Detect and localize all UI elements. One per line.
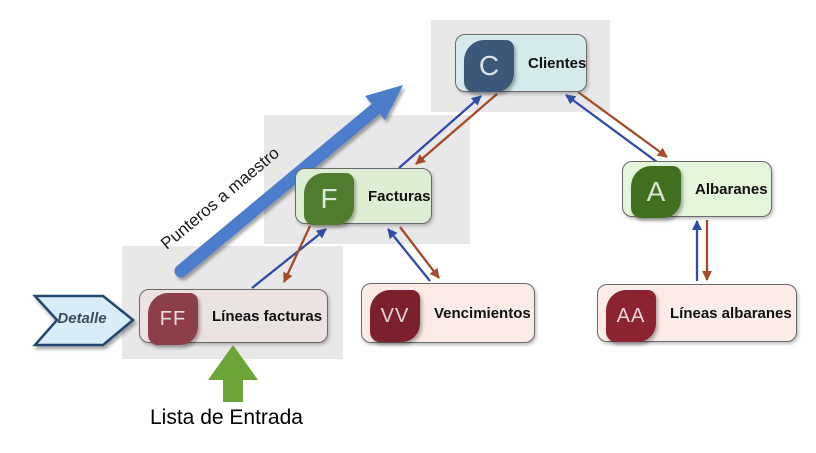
edge-clientes-to-facturas bbox=[415, 93, 498, 165]
node-label: Líneas albaranes bbox=[670, 304, 792, 322]
edge-facturas-to-clientes bbox=[398, 95, 482, 169]
node-lineas-albaranes: AA Líneas albaranes bbox=[597, 284, 797, 342]
edge-lineas-facturas-to-facturas bbox=[251, 228, 327, 289]
master-pointer-arrow bbox=[174, 85, 403, 278]
edge-facturas-to-lineas-facturas bbox=[282, 225, 312, 283]
lineas-albaranes-table-icon: AA bbox=[606, 290, 656, 342]
node-vencimientos: VV Vencimientos bbox=[361, 283, 535, 343]
node-label: Líneas facturas bbox=[212, 307, 323, 325]
node-label: Albaranes bbox=[695, 180, 768, 198]
entry-arrow-icon bbox=[208, 345, 258, 402]
lineas-facturas-table-icon: FF bbox=[148, 293, 198, 345]
facturas-table-icon: F bbox=[304, 173, 354, 225]
clientes-table-icon: C bbox=[464, 40, 514, 92]
vencimientos-table-icon: VV bbox=[370, 290, 420, 342]
edge-facturas-to-vencimientos bbox=[399, 226, 440, 279]
node-albaranes: A Albaranes bbox=[622, 161, 772, 218]
node-clientes: C Clientes bbox=[455, 34, 587, 92]
detail-arrow-icon bbox=[32, 294, 135, 347]
albaranes-table-icon: A bbox=[631, 166, 681, 218]
node-label: Facturas bbox=[368, 187, 431, 205]
edge-albaranes-to-clientes bbox=[565, 94, 658, 163]
entry-list-label: Lista de Entrada bbox=[150, 406, 303, 429]
node-label: Vencimientos bbox=[434, 304, 531, 322]
node-label: Clientes bbox=[528, 54, 587, 72]
detail-label: Detalle bbox=[57, 310, 107, 327]
edge-clientes-to-albaranes bbox=[577, 91, 668, 158]
node-facturas: F Facturas bbox=[295, 168, 432, 225]
edge-vencimientos-to-facturas bbox=[387, 228, 431, 282]
node-lineas-facturas: FF Líneas facturas bbox=[139, 289, 328, 345]
